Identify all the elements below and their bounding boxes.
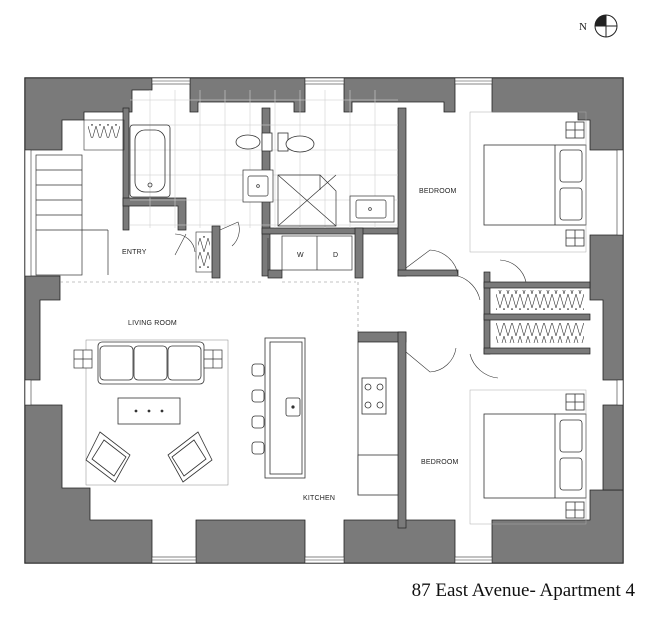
bar-stools <box>251 363 265 455</box>
closet-bedroom-upper <box>496 290 584 310</box>
washer-dryer <box>281 235 353 271</box>
toilet-left <box>235 132 273 152</box>
armchair-right <box>167 431 213 483</box>
doors <box>174 221 527 379</box>
toilet-right <box>277 132 315 153</box>
room-label-entry: ENTRY <box>122 249 147 256</box>
kitchen-island <box>264 337 306 479</box>
vanity-right <box>349 195 395 223</box>
living-rug <box>85 339 229 486</box>
room-label-bedroom-bottom: BEDROOM <box>421 459 459 466</box>
room-label-bedroom-top: BEDROOM <box>419 188 457 195</box>
compass-label: N <box>579 21 587 33</box>
closet-top-left <box>83 119 125 151</box>
bed-bottom <box>483 393 587 519</box>
closet-entry <box>195 231 213 273</box>
wall-masses <box>24 77 624 564</box>
bedroom-bottom-rug <box>469 389 587 525</box>
bed-top <box>483 121 587 247</box>
windows <box>24 77 624 564</box>
north-arrow-icon <box>594 14 618 38</box>
stairs <box>35 154 109 276</box>
dryer-label: D <box>333 252 338 259</box>
room-label-kitchen: KITCHEN <box>303 495 335 502</box>
armchair-left <box>85 431 131 483</box>
bathtub <box>129 124 171 198</box>
kitchen-counter <box>357 341 399 496</box>
washer-label: W <box>297 252 304 259</box>
bedroom-top-rug <box>469 111 587 253</box>
side-tables <box>73 349 223 369</box>
plan-title: 87 East Avenue- Apartment 4 <box>411 580 635 601</box>
coffee-table <box>117 397 181 425</box>
shower <box>277 174 337 227</box>
openings <box>60 281 359 332</box>
vanity-left <box>242 169 274 203</box>
closet-bedroom-lower <box>496 323 584 343</box>
sofa <box>97 341 205 385</box>
room-label-living-room: LIVING ROOM <box>128 320 177 327</box>
